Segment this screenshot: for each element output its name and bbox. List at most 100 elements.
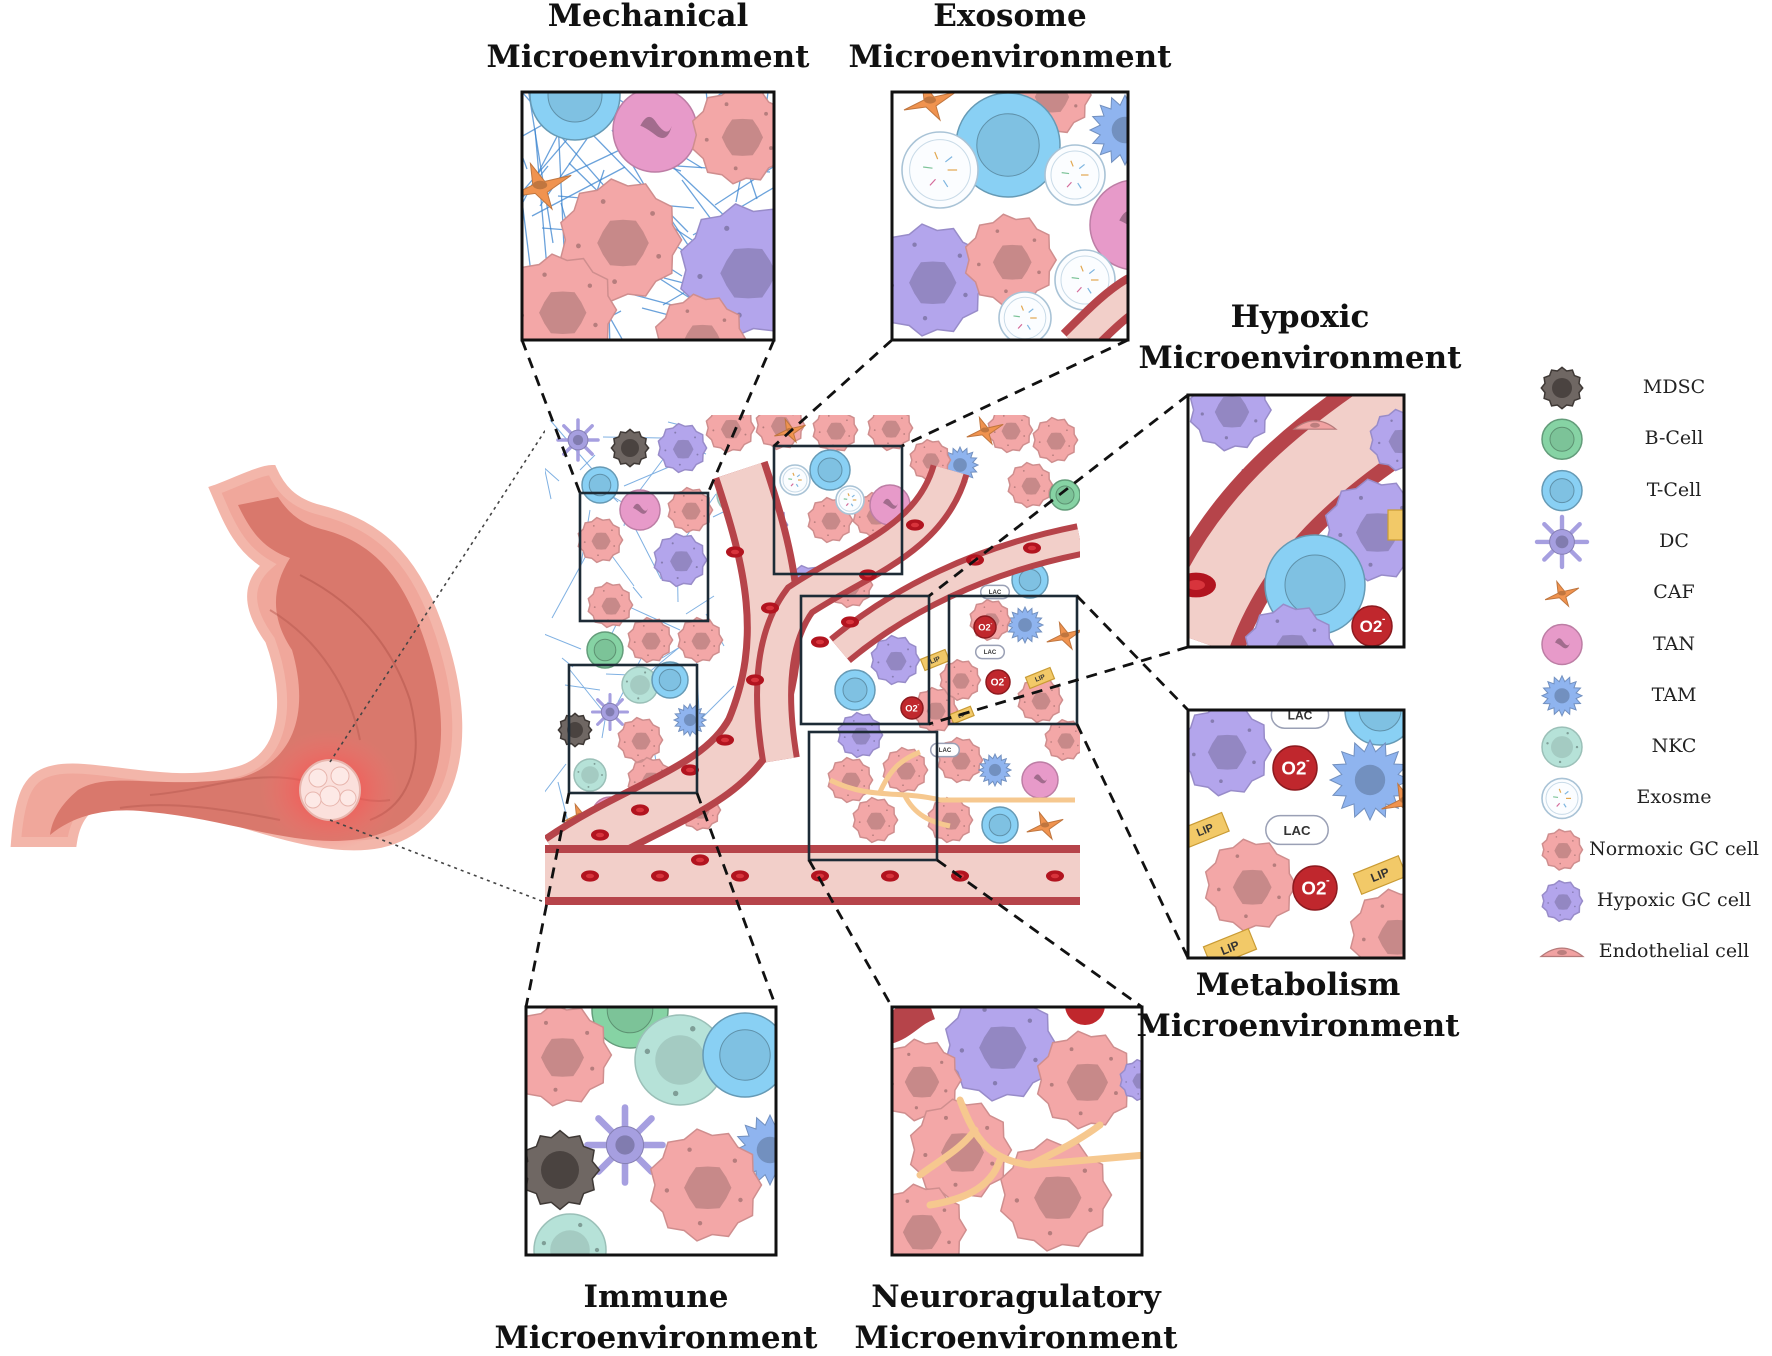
svg-text:LIP: LIP bbox=[957, 711, 967, 720]
lipid-marker: LIP bbox=[1188, 811, 1230, 849]
superoxide-marker: O2- bbox=[900, 696, 924, 720]
lactate-marker: LAC bbox=[1270, 710, 1330, 729]
tan-icon bbox=[612, 92, 698, 173]
t-cell-icon bbox=[581, 466, 619, 504]
immune-selection-box bbox=[567, 663, 699, 795]
red-blood-cell-icon bbox=[731, 870, 749, 882]
dc-icon bbox=[590, 692, 630, 732]
legend-label-tan: TAN bbox=[1653, 632, 1695, 655]
legend-icons bbox=[1534, 366, 1590, 958]
lipid-marker: LIP bbox=[1352, 854, 1404, 896]
zoom-line-top bbox=[329, 419, 553, 763]
svg-text:LAC: LAC bbox=[984, 650, 997, 656]
legend-label-tam: TAM bbox=[1651, 683, 1697, 706]
svg-text:LAC: LAC bbox=[989, 590, 1002, 596]
t-cell-icon bbox=[981, 806, 1019, 844]
svg-text:O2: O2 bbox=[1281, 758, 1306, 779]
normoxic-gc-cell-icon bbox=[617, 716, 664, 764]
svg-text:LAC: LAC bbox=[939, 748, 952, 754]
exosome-panel bbox=[890, 90, 1130, 342]
mdsc-icon bbox=[526, 1129, 601, 1211]
hypoxic-gc-cell-icon bbox=[1541, 879, 1584, 923]
legend-label-mdsc: MDSC bbox=[1642, 376, 1706, 398]
mdsc-icon bbox=[1540, 366, 1584, 410]
tam-icon bbox=[1005, 605, 1045, 645]
immune-panel bbox=[524, 1005, 778, 1257]
red-blood-cell-icon bbox=[581, 870, 599, 882]
lactate-marker: LAC bbox=[929, 742, 961, 758]
neuro-panel bbox=[890, 1005, 1144, 1257]
b-cell-icon bbox=[1049, 479, 1080, 511]
lactate-marker: LAC bbox=[974, 644, 1006, 660]
exosome-icon bbox=[779, 464, 811, 496]
svg-text:LIP: LIP bbox=[929, 655, 942, 666]
caf-icon bbox=[522, 161, 572, 211]
hypoxic-panel: O2- bbox=[1186, 393, 1406, 649]
exosome-selection-box bbox=[772, 444, 904, 576]
red-blood-cell-icon bbox=[726, 546, 744, 558]
nerve-fiber bbox=[916, 1096, 1142, 1209]
legend-label-t-cell: T-Cell bbox=[1646, 478, 1702, 501]
svg-text:O2: O2 bbox=[1360, 617, 1383, 636]
t-cell-icon bbox=[834, 669, 876, 711]
normoxic-gc-cell-icon bbox=[587, 581, 634, 629]
normoxic-gc-cell-icon bbox=[939, 658, 982, 702]
t-cell-icon bbox=[702, 1012, 776, 1098]
hypoxic-gc-cell-icon bbox=[653, 532, 708, 588]
svg-text:LIP: LIP bbox=[1034, 673, 1047, 684]
caf-icon bbox=[966, 415, 1004, 446]
normoxic-gc-cell-icon bbox=[705, 415, 756, 454]
normoxic-gc-cell-icon bbox=[627, 616, 674, 664]
normoxic-gc-cell-icon bbox=[526, 1007, 613, 1107]
t-cell-icon bbox=[1541, 469, 1583, 512]
svg-text:LIP: LIP bbox=[1195, 822, 1215, 840]
lactate-marker: LAC bbox=[1265, 814, 1329, 846]
tam-icon bbox=[1088, 93, 1128, 167]
legend-label-nkc: NKC bbox=[1651, 735, 1697, 758]
superoxide-marker: O2- bbox=[1351, 605, 1393, 647]
dc-icon bbox=[584, 1104, 666, 1186]
normoxic-gc-cell-icon bbox=[649, 1128, 763, 1242]
superoxide-marker: O2- bbox=[985, 669, 1011, 695]
mechanical-panel bbox=[520, 90, 776, 342]
normoxic-gc-cell-icon bbox=[882, 746, 929, 794]
normoxic-gc-cell-icon bbox=[691, 92, 774, 185]
caf-icon bbox=[1046, 620, 1080, 651]
svg-text:O2: O2 bbox=[991, 678, 1005, 689]
metabolism-selection-box bbox=[947, 594, 1079, 726]
svg-text:-: - bbox=[1004, 676, 1006, 682]
red-blood-cell-icon bbox=[681, 764, 699, 776]
endothelial-cell-icon bbox=[1292, 420, 1338, 430]
red-blood-cell-icon bbox=[811, 636, 829, 648]
exosome-icon bbox=[901, 131, 979, 209]
nkc-icon bbox=[533, 1213, 607, 1255]
svg-text:-: - bbox=[1326, 875, 1330, 887]
exosome-icon bbox=[1541, 777, 1583, 820]
red-blood-cell-icon bbox=[631, 804, 649, 816]
hypoxic-gc-cell-icon bbox=[657, 422, 708, 474]
red-blood-cell-icon bbox=[1023, 542, 1041, 554]
legend-label-b-cell: B-Cell bbox=[1644, 427, 1704, 450]
zoom-line-bottom bbox=[329, 819, 553, 906]
tumor-icon bbox=[299, 759, 361, 821]
red-blood-cell-icon bbox=[906, 519, 924, 531]
normoxic-gc-cell-icon bbox=[1204, 838, 1298, 932]
red-blood-cell-icon bbox=[1188, 572, 1216, 598]
legend-label-normoxic-gc-cell: Normoxic GC cell bbox=[1589, 837, 1759, 860]
t-cell-icon bbox=[651, 661, 689, 699]
stomach-illustration bbox=[10, 464, 463, 851]
tam-icon bbox=[1328, 738, 1404, 822]
svg-text:LAC: LAC bbox=[1283, 823, 1311, 838]
normoxic-gc-cell-icon bbox=[654, 293, 748, 340]
nkc-icon bbox=[1541, 726, 1583, 768]
hypoxic-gc-cell-icon bbox=[1244, 603, 1336, 647]
hypoxic-selection-box bbox=[799, 594, 931, 726]
legend-label-dc: DC bbox=[1659, 529, 1689, 552]
